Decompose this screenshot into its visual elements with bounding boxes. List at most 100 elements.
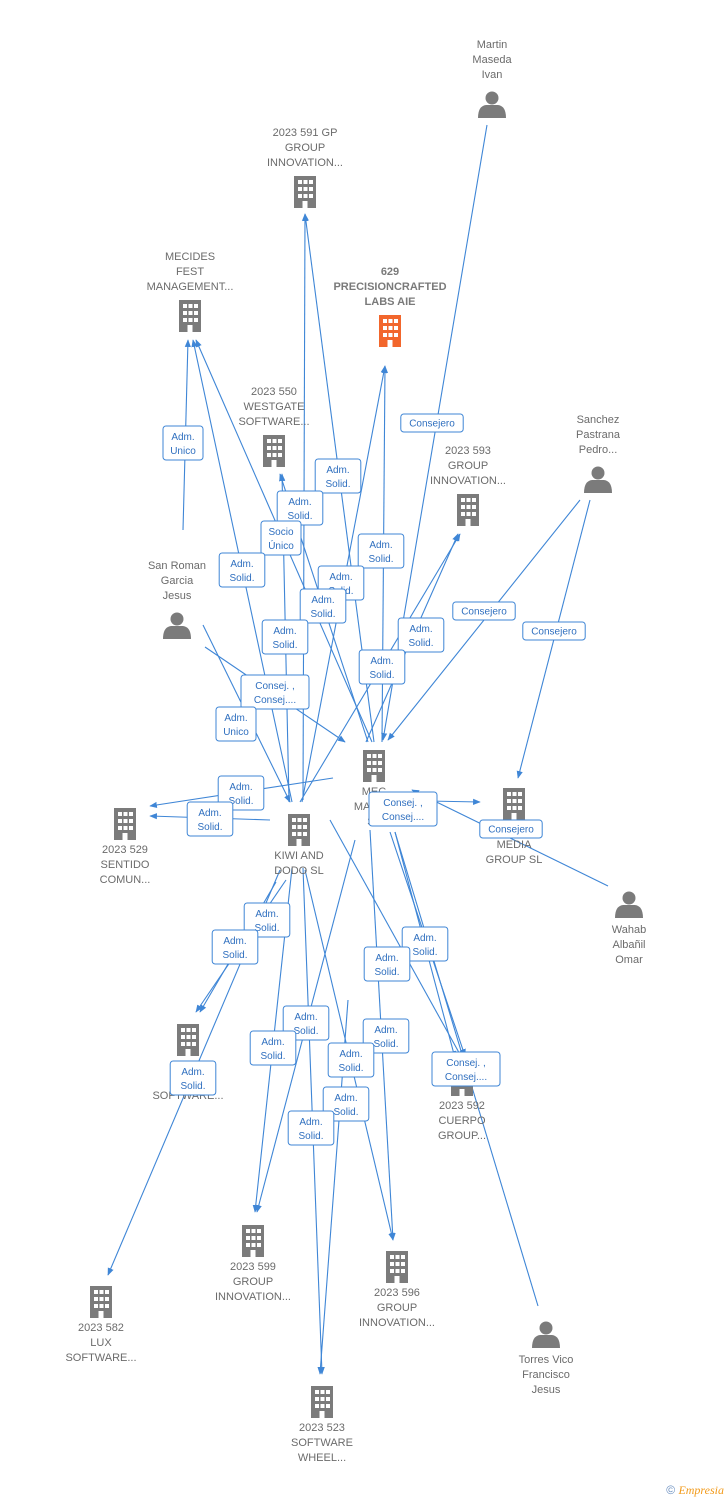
edge-role-label: Adm.Solid. — [358, 649, 406, 685]
node-label: INNOVATION... — [215, 1291, 291, 1303]
person-icon — [615, 891, 643, 918]
company-node-mecides_fest[interactable]: MECIDESFESTMANAGEMENT... — [147, 251, 234, 332]
building-icon — [114, 808, 136, 840]
edge-role-label: Adm.Unico — [162, 425, 204, 461]
edge-label-text: Adm. — [413, 933, 436, 944]
edge-label-text: Adm. — [198, 808, 221, 819]
node-label: GROUP — [285, 142, 325, 154]
edge-label-text: Adm. — [369, 540, 392, 551]
company-node-sentido529[interactable]: 2023 529SENTIDOCOMUN... — [100, 808, 151, 886]
edge-label-box — [363, 946, 411, 982]
building-icon — [288, 814, 310, 846]
company-node-westgate[interactable]: 2023 550WESTGATESOFTWARE... — [238, 386, 310, 467]
edge-role-label: Adm. Solid. — [186, 801, 234, 837]
edge-label-text: Solid. — [180, 1081, 205, 1092]
edge-label-text: Solid. — [338, 1063, 363, 1074]
edge-label-box — [401, 926, 449, 962]
company-node-lux582[interactable]: 2023 582LUXSOFTWARE... — [65, 1286, 137, 1364]
company-node-gp591[interactable]: 2023 591 GPGROUPINNOVATION... — [267, 127, 343, 208]
edge-role-label: Adm.Solid. — [243, 902, 291, 938]
node-label: INNOVATION... — [267, 157, 343, 169]
edge-label-text: Consejero — [488, 825, 534, 836]
edge-label-text: Solid. — [374, 967, 399, 978]
node-label: 629 — [381, 266, 399, 278]
edge-label-text: Solid. — [260, 1051, 285, 1062]
node-label: 2023 550 — [251, 386, 297, 398]
edge-label-text: Adm. — [339, 1049, 362, 1060]
node-label: SOFTWARE... — [238, 416, 309, 428]
company-node-gi593[interactable]: 2023 593GROUPINNOVATION... — [430, 445, 506, 526]
edge-label-text: Adm. — [374, 1025, 397, 1036]
building-icon — [242, 1225, 264, 1257]
person-icon — [584, 466, 612, 493]
edge-role-label: Consejero — [479, 819, 543, 839]
edge-label-text: Solid. — [333, 1107, 358, 1118]
company-node-gi599[interactable]: 2023 599GROUPINNOVATION... — [215, 1225, 291, 1303]
edge-label-text: Único — [268, 539, 294, 552]
company-node-cuerpo592[interactable]: 2023 592CUERPOGROUP... — [438, 1064, 486, 1142]
footer-brand[interactable]: © Empresia — [666, 1483, 724, 1498]
building-icon — [294, 176, 316, 208]
edge-role-label: Adm.Solid. — [362, 1018, 410, 1054]
edge-label-text: Unico — [170, 446, 196, 457]
edge-role-label: Adm.Solid. — [276, 490, 324, 526]
relationship-edge — [329, 819, 463, 1059]
node-label: Pastrana — [576, 429, 621, 441]
building-icon — [386, 1251, 408, 1283]
node-label: Wahab — [612, 924, 646, 936]
edge-label-text: Solid. — [228, 796, 253, 807]
edge-label-text: Adm. — [229, 782, 252, 793]
edge-label-box — [400, 413, 464, 433]
node-label: Sanchez — [577, 414, 620, 426]
edge-role-label: Adm.Solid. — [211, 929, 259, 965]
edge-label-text: Solid. — [222, 950, 247, 961]
edge-label-box — [397, 617, 445, 653]
edge-label-box — [479, 819, 543, 839]
edge-label-text: Solid. — [287, 511, 312, 522]
edge-label-box — [215, 706, 257, 742]
edge-role-label: Adm.Solid. — [363, 946, 411, 982]
edge-label-text: Solid. — [197, 822, 222, 833]
node-label: Albañil — [612, 939, 645, 951]
edge-label-box — [314, 458, 362, 494]
node-label: Pedro... — [579, 444, 618, 456]
edge-label-text: Consej.... — [382, 812, 424, 823]
node-label: Martin — [477, 39, 508, 51]
edge-label-text: Adm. — [273, 626, 296, 637]
edge-role-label: Consej. ,Consej.... — [368, 791, 438, 827]
edge-label-text: Adm. — [261, 1037, 284, 1048]
node-label: COMUN... — [100, 874, 151, 886]
node-label: Garcia — [161, 575, 194, 587]
node-label: GROUP... — [438, 1130, 486, 1142]
person-node-sanchez[interactable]: SanchezPastranaPedro... — [576, 414, 621, 493]
company-node-wheel523[interactable]: 2023 523SOFTWAREWHEEL... — [291, 1386, 353, 1464]
node-label: Jesus — [532, 1384, 561, 1396]
edge-label-text: Adm. — [255, 909, 278, 920]
building-icon — [311, 1386, 333, 1418]
edge-label-text: Solid. — [412, 947, 437, 958]
edge-label-box — [218, 552, 266, 588]
edge-label-text: Solid. — [325, 479, 350, 490]
node-label: WHEEL... — [298, 1452, 346, 1464]
edge-label-box — [452, 601, 516, 621]
building-icon — [90, 1286, 112, 1318]
node-label: GROUP — [377, 1302, 417, 1314]
edge-label-text: Consejero — [461, 607, 507, 618]
edge-label-text: Consejero — [409, 419, 455, 430]
edge-label-text: Adm. — [326, 465, 349, 476]
building-icon — [179, 300, 201, 332]
node-label: GROUP SL — [486, 854, 543, 866]
node-label: 2023 582 — [78, 1322, 124, 1334]
edge-label-text: Adm. — [409, 624, 432, 635]
company-node-gi596[interactable]: 2023 596GROUPINNOVATION... — [359, 1251, 435, 1329]
edge-label-box — [243, 902, 291, 938]
